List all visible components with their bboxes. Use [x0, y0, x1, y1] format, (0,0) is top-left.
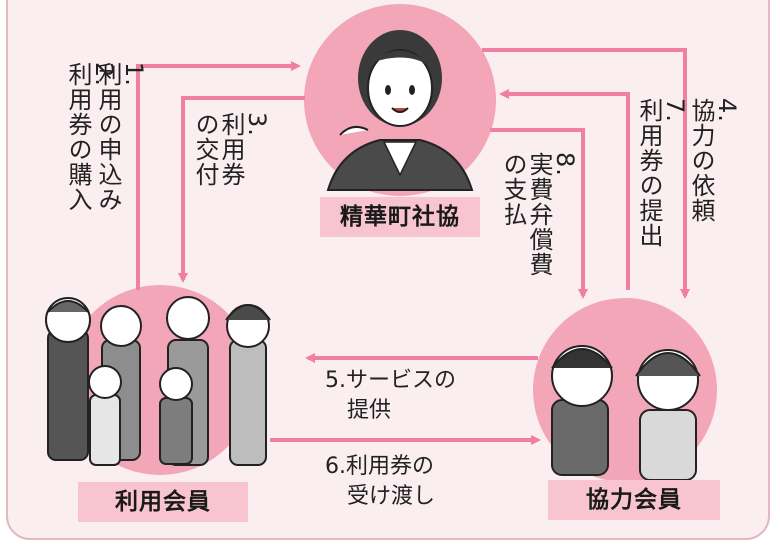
helper-figures [551, 345, 701, 481]
step-3-text: 3. 利用券 の交付 [191, 112, 271, 187]
staff-figure [326, 30, 474, 191]
step-4-text: 4. 協力の依頼 [687, 98, 741, 223]
step-7-text: 7. 利用券の提出 [635, 98, 689, 248]
arrow-4 [482, 48, 690, 299]
center-label: 精華町社協 [320, 197, 480, 237]
arrow-3 [178, 96, 305, 283]
family-figures [45, 296, 271, 466]
step-8-text: 8. 実費弁償費 の支払 [499, 152, 579, 277]
step-5-text: 5.サービスの 提供 [325, 368, 456, 423]
arrow-8 [490, 128, 588, 299]
arrow-7 [499, 89, 630, 290]
step-6-text: 6.利用券の 受け渡し [325, 454, 436, 509]
helpers-label: 協力会員 [548, 480, 720, 520]
users-label: 利用会員 [78, 482, 248, 522]
step-1-text: 1. 利用の申込み [94, 62, 148, 212]
step-2-text: 2. 利用券の購入 [64, 62, 118, 212]
arrow-1-2 [136, 61, 301, 290]
